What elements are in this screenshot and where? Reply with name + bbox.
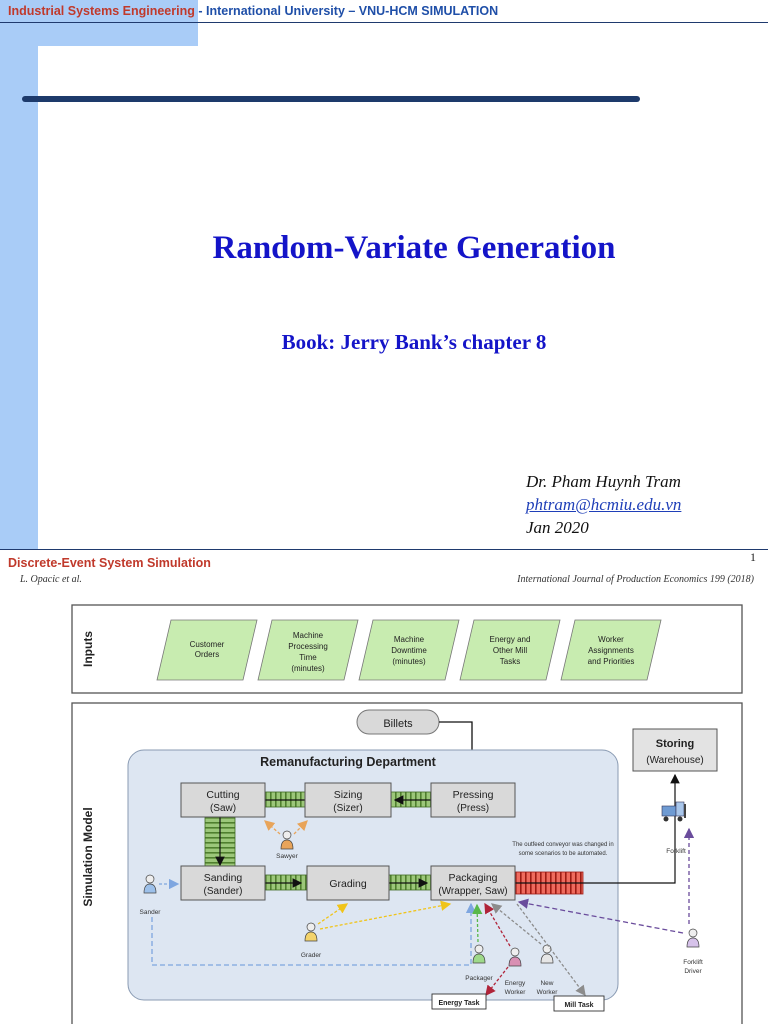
input-label-line: Orders [195, 650, 219, 659]
paper-figure: L. Opacic et al. International Journal o… [0, 572, 768, 1024]
new-worker-label: New [540, 980, 553, 987]
header-course: Industrial Systems Engineering [8, 4, 195, 18]
station-sanding: Sanding (Sander) [180, 865, 266, 901]
packaging-to-mill-task-link [516, 903, 586, 997]
forklift-driver-label: Forklift [683, 959, 703, 966]
input-label-line: Machine [293, 631, 324, 640]
input-label-line: Processing [288, 642, 328, 651]
station-name: Packaging [448, 872, 497, 884]
station-grading: Grading [306, 865, 390, 901]
station-machine: (Press) [457, 803, 489, 814]
grader-to-grading-link [317, 903, 349, 925]
sawyer-to-sizing-link [293, 820, 308, 835]
input-label-line: Tasks [500, 657, 520, 666]
sander-to-packaging-link [151, 902, 477, 966]
forklift-icon [661, 801, 686, 822]
storing-sublabel: (Warehouse) [646, 755, 703, 766]
station-name: Sizing [334, 789, 363, 801]
station-packaging: Packaging (Wrapper, Saw) [430, 865, 516, 901]
station-machine: (Sander) [204, 886, 243, 897]
forklift-label: Forklift [666, 848, 686, 855]
slide-title: Random-Variate Generation [212, 230, 616, 266]
input-label-line: Time [299, 653, 317, 662]
energy-task-box [431, 993, 487, 1010]
storing-label: Storing [656, 738, 695, 750]
author-email-link[interactable]: phtram@hcmiu.edu.vn [526, 495, 682, 514]
slide-corner-accent [0, 0, 198, 46]
input-label-line: (minutes) [392, 657, 426, 666]
paper-journal: International Journal of Production Econ… [517, 574, 754, 585]
input-label-line: Customer [190, 640, 225, 649]
inputs-label: Inputs [81, 631, 95, 667]
grader-to-packaging-link [319, 900, 452, 930]
station-cutting: Cutting (Saw) [180, 782, 266, 818]
slide-header: Industrial Systems Engineering - Interna… [8, 4, 498, 18]
outfeed-note-line: some scenarios to be automated. [519, 851, 608, 857]
station-pressing: Pressing (Press) [430, 782, 516, 818]
page-number: 1 [750, 550, 756, 564]
packager-label: Packager [465, 975, 493, 982]
station-name: Pressing [453, 789, 494, 801]
input-worker-assignments: Worker Assignments and Priorities [560, 619, 662, 681]
station-name: Sanding [204, 872, 243, 884]
slide-footer: Discrete-Event System Simulation [8, 556, 211, 570]
energy-worker-label: Worker [505, 989, 527, 996]
slide-subtitle: Book: Jerry Bank’s chapter 8 [281, 330, 547, 354]
title-rule [22, 96, 640, 102]
input-customer-orders: Customer Orders [156, 619, 258, 681]
new-worker-to-packaging-link [490, 903, 542, 945]
storing-warehouse-node [632, 728, 718, 772]
footer-divider [0, 549, 768, 550]
station-machine: (Saw) [210, 803, 236, 814]
sawyer-to-cutting-link [264, 820, 281, 835]
author-block: Dr. Pham Huynh Tram phtram@hcmiu.edu.vn … [526, 470, 681, 539]
header-institution: - International University – VNU-HCM SIM… [194, 4, 499, 18]
forklift-driver-label: Driver [684, 968, 702, 975]
sawyer-label: Sawyer [276, 853, 299, 860]
header-divider [0, 22, 768, 23]
input-label-line: Machine [394, 635, 425, 644]
input-label-line: and Priorities [588, 657, 635, 666]
packager-to-packaging-link [472, 903, 483, 943]
input-label-line: Other Mill [493, 646, 527, 655]
energy-worker-to-packaging-link [484, 902, 511, 947]
slide-content-panel [38, 46, 768, 550]
input-label-line: Downtime [391, 646, 427, 655]
author-date: Jan 2020 [526, 518, 589, 537]
mill-task-box [553, 995, 605, 1012]
slide-left-accent-bar [0, 0, 38, 550]
grader-label: Grader [301, 952, 322, 959]
author-name: Dr. Pham Huynh Tram [526, 472, 681, 491]
billets-label: Billets [383, 718, 413, 730]
energy-task-label: Energy Task [438, 1000, 479, 1007]
paper-authors: L. Opacic et al. [20, 574, 82, 585]
department-title: Remanufacturing Department [260, 755, 437, 769]
sander-label: Sander [140, 909, 162, 916]
input-label-line: Energy and [490, 635, 531, 644]
station-name: Grading [329, 878, 367, 890]
station-machine: (Sizer) [333, 803, 362, 814]
simulation-model-label: Simulation Model [81, 807, 95, 906]
input-label-line: (minutes) [291, 664, 325, 673]
input-machine-downtime: Machine Downtime (minutes) [358, 619, 460, 681]
simulation-diagram: Inputs Customer Orders Machine Processin… [71, 604, 743, 1024]
station-machine: (Wrapper, Saw) [438, 886, 507, 897]
input-label-line: Worker [598, 635, 624, 644]
outfeed-note-line: The outfeed conveyor was changed in [512, 842, 613, 848]
mill-task-label: Mill Task [564, 1002, 593, 1009]
energy-worker-to-energy-task-link [485, 966, 509, 997]
new-worker-label: Worker [537, 989, 559, 996]
station-sizing: Sizing (Sizer) [304, 782, 392, 818]
energy-worker-label: Energy [505, 980, 526, 987]
input-energy-and-other-mill-tasks: Energy and Other Mill Tasks [459, 619, 561, 681]
station-name: Cutting [206, 789, 239, 801]
input-machine-processing-time: Machine Processing Time (minutes) [257, 619, 359, 681]
input-label-line: Assignments [588, 646, 634, 655]
slide: Industrial Systems Engineering - Interna… [0, 0, 768, 550]
